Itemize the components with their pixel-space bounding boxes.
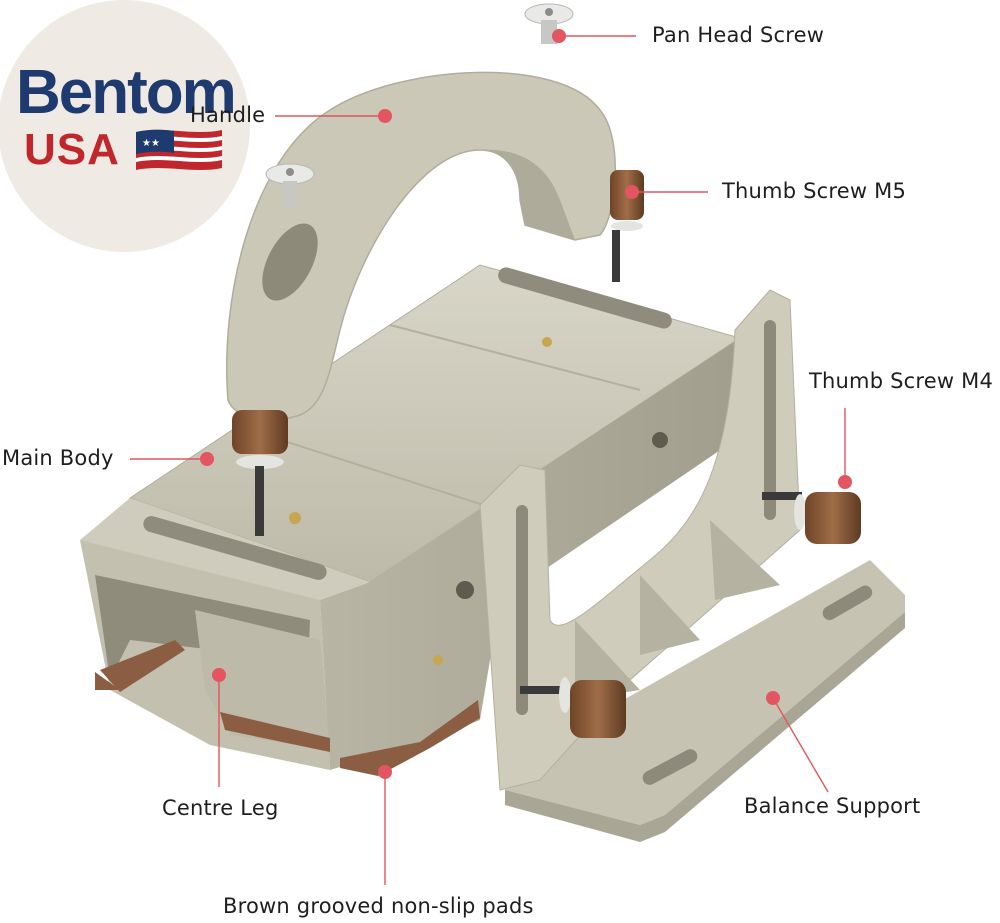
balance-support-shape xyxy=(479,289,905,842)
label-balance-support: Balance Support xyxy=(744,794,921,818)
label-handle: Handle xyxy=(190,103,266,127)
dot-thumb-screw-m5 xyxy=(625,185,639,199)
dot-pan-head-screw xyxy=(552,29,566,43)
label-pan-head-screw: Pan Head Screw xyxy=(652,23,825,47)
dot-balance-support xyxy=(766,691,780,705)
brand-logo: Bentom USA ★★ xyxy=(0,0,250,252)
thumb-screws xyxy=(232,170,861,738)
handle-shape xyxy=(226,71,616,421)
label-thumb-screw-m5: Thumb Screw M5 xyxy=(722,179,907,203)
dot-handle xyxy=(378,109,392,123)
brown-pads xyxy=(95,640,480,776)
dot-thumb-screw-m4 xyxy=(838,475,852,489)
callout-dots xyxy=(200,29,852,779)
logo-wordmark: Bentom xyxy=(16,58,237,127)
dot-centre-leg xyxy=(212,668,226,682)
american-flag-icon: ★★ xyxy=(136,129,222,170)
label-main-body: Main Body xyxy=(2,446,114,470)
logo-country: USA xyxy=(24,125,120,174)
leader-balance-support xyxy=(772,697,829,793)
label-centre-leg: Centre Leg xyxy=(162,796,279,820)
svg-text:★★: ★★ xyxy=(142,138,160,149)
dot-main-body xyxy=(200,452,214,466)
label-non-slip-pads: Brown grooved non-slip pads xyxy=(223,894,534,918)
dot-non-slip-pads xyxy=(378,765,392,779)
callout-leaders xyxy=(130,35,846,885)
label-thumb-screw-m4: Thumb Screw M4 xyxy=(809,369,994,393)
